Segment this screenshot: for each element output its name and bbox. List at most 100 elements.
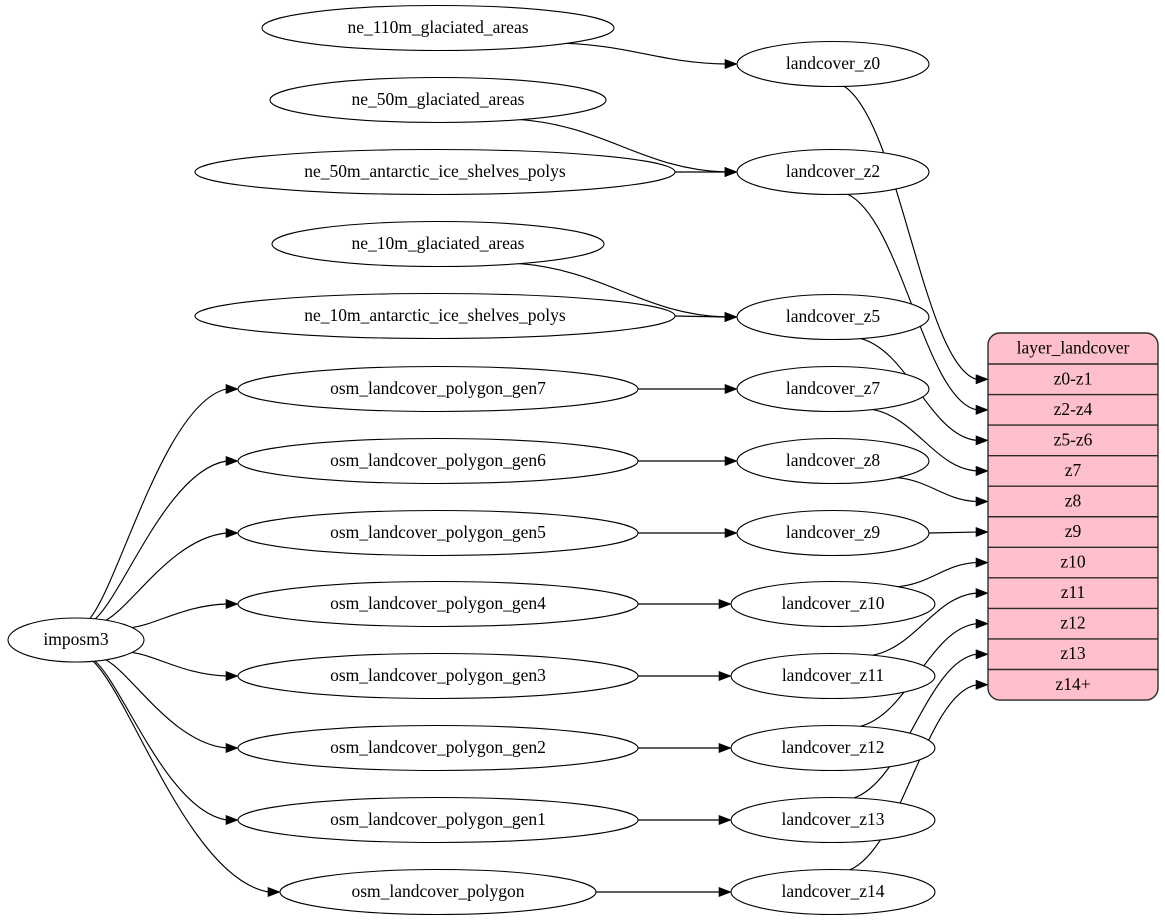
node-shape-ne_10m_glaciated_areas bbox=[271, 220, 605, 268]
node-imposm3[interactable]: imposm3 bbox=[7, 617, 145, 663]
node-osm_landcover_polygon_gen2[interactable]: osm_landcover_polygon_gen2 bbox=[237, 724, 639, 772]
node-landcover_z8[interactable]: landcover_z8 bbox=[736, 437, 930, 485]
node-osm_landcover_polygon[interactable]: osm_landcover_polygon bbox=[279, 868, 597, 916]
node-ne_10m_antarctic_ice_shelves_polys[interactable]: ne_10m_antarctic_ice_shelves_polys bbox=[194, 292, 676, 340]
node-landcover_z7[interactable]: landcover_z7 bbox=[736, 365, 930, 413]
arrow-head bbox=[718, 886, 732, 898]
node-landcover_z14[interactable]: landcover_z14 bbox=[730, 868, 936, 916]
node-shape-landcover_z9 bbox=[736, 509, 930, 557]
record-row-label-z9: z9 bbox=[1065, 521, 1082, 541]
node-label-imposm3: imposm3 bbox=[43, 629, 108, 649]
node-landcover_z13[interactable]: landcover_z13 bbox=[730, 796, 936, 844]
node-shape-landcover_z7 bbox=[736, 365, 930, 413]
record-row-z11[interactable]: z11 bbox=[988, 582, 1158, 610]
arrow-head bbox=[975, 435, 989, 446]
record-row-z9[interactable]: z9 bbox=[988, 521, 1158, 548]
record-row-label-z10: z10 bbox=[1060, 552, 1086, 572]
edge-ne_110m_glaciated_areas-to-landcover_z0 bbox=[564, 42, 726, 65]
node-label-ne_50m_glaciated_areas: ne_50m_glaciated_areas bbox=[352, 89, 525, 109]
edge-ne_10m_glaciated_areas-to-landcover_z5 bbox=[517, 262, 726, 318]
node-label-osm_landcover_polygon_gen6: osm_landcover_polygon_gen6 bbox=[330, 450, 546, 470]
node-shape-ne_50m_glaciated_areas bbox=[269, 76, 607, 124]
edge-landcover_z10-to-z10 bbox=[897, 561, 977, 588]
arrow-head bbox=[225, 670, 239, 682]
arrow-head bbox=[225, 527, 239, 539]
record-row-label-z0-z1: z0-z1 bbox=[1054, 368, 1093, 388]
edge-imposm3-to-osm_landcover_polygon_gen4 bbox=[131, 603, 227, 629]
record-row-label-z5-z6: z5-z6 bbox=[1054, 429, 1093, 449]
node-ne_50m_glaciated_areas[interactable]: ne_50m_glaciated_areas bbox=[269, 76, 607, 124]
edge-imposm3-to-osm_landcover_polygon bbox=[92, 660, 269, 893]
arrow-head bbox=[975, 496, 989, 507]
node-shape-landcover_z14 bbox=[730, 868, 936, 916]
node-osm_landcover_polygon_gen5[interactable]: osm_landcover_polygon_gen5 bbox=[237, 509, 639, 557]
edge-landcover_z9-to-z9 bbox=[928, 531, 977, 534]
node-label-ne_10m_antarctic_ice_shelves_polys: ne_10m_antarctic_ice_shelves_polys bbox=[304, 305, 566, 325]
node-shape-ne_10m_antarctic_ice_shelves_polys bbox=[194, 292, 676, 340]
node-ne_10m_glaciated_areas[interactable]: ne_10m_glaciated_areas bbox=[271, 220, 605, 268]
node-landcover_z10[interactable]: landcover_z10 bbox=[730, 580, 936, 628]
node-label-osm_landcover_polygon_gen3: osm_landcover_polygon_gen3 bbox=[330, 665, 546, 685]
record-row-z5-z6[interactable]: z5-z6 bbox=[988, 429, 1158, 457]
node-osm_landcover_polygon_gen6[interactable]: osm_landcover_polygon_gen6 bbox=[237, 437, 639, 485]
node-ne_110m_glaciated_areas[interactable]: ne_110m_glaciated_areas bbox=[261, 4, 615, 52]
arrow-head bbox=[225, 383, 239, 395]
node-label-landcover_z5: landcover_z5 bbox=[786, 306, 881, 326]
node-landcover_z11[interactable]: landcover_z11 bbox=[730, 652, 936, 700]
record-row-z12[interactable]: z12 bbox=[988, 613, 1158, 640]
edge-landcover_z11-to-z11 bbox=[871, 592, 977, 656]
edge-landcover_z14-to-z14+ bbox=[849, 684, 977, 871]
arrow-head bbox=[267, 886, 281, 898]
record-row-z10[interactable]: z10 bbox=[988, 552, 1158, 579]
arrow-head bbox=[724, 166, 738, 178]
node-shape-landcover_z13 bbox=[730, 796, 936, 844]
node-landcover_z9[interactable]: landcover_z9 bbox=[736, 509, 930, 557]
node-shape-landcover_z10 bbox=[730, 580, 936, 628]
arrow-head bbox=[225, 742, 239, 754]
record-row-z8[interactable]: z8 bbox=[988, 490, 1158, 518]
arrow-head bbox=[225, 455, 239, 467]
edge-landcover_z8-to-z8 bbox=[896, 477, 977, 503]
node-osm_landcover_polygon_gen3[interactable]: osm_landcover_polygon_gen3 bbox=[237, 652, 639, 700]
node-label-osm_landcover_polygon_gen4: osm_landcover_polygon_gen4 bbox=[330, 593, 546, 613]
node-osm_landcover_polygon_gen7[interactable]: osm_landcover_polygon_gen7 bbox=[237, 365, 639, 413]
arrow-head bbox=[975, 465, 989, 476]
record-row-z14+[interactable]: z14+ bbox=[1055, 674, 1090, 694]
record-row-label-z13: z13 bbox=[1060, 643, 1086, 663]
arrow-head bbox=[975, 404, 989, 415]
arrow-head bbox=[975, 374, 989, 385]
record-row-z13[interactable]: z13 bbox=[988, 643, 1158, 671]
record-row-label-z12: z12 bbox=[1060, 613, 1085, 633]
node-label-landcover_z9: landcover_z9 bbox=[786, 522, 881, 542]
node-label-landcover_z10: landcover_z10 bbox=[781, 593, 884, 613]
edge-imposm3-to-osm_landcover_polygon_gen3 bbox=[131, 651, 227, 677]
record-row-label-z11: z11 bbox=[1061, 582, 1086, 602]
edge-imposm3-to-osm_landcover_polygon_gen2 bbox=[105, 659, 227, 749]
arrow-head bbox=[975, 526, 989, 538]
record-row-z0-z1[interactable]: z0-z1 bbox=[988, 368, 1158, 396]
edge-imposm3-to-osm_landcover_polygon_gen1 bbox=[94, 660, 227, 821]
record-row-z7[interactable]: z7 bbox=[988, 460, 1158, 487]
arrow-head bbox=[718, 814, 732, 826]
node-landcover_z0[interactable]: landcover_z0 bbox=[736, 40, 930, 88]
arrow-head bbox=[724, 311, 738, 323]
arrow-head bbox=[975, 557, 989, 568]
node-label-landcover_z14: landcover_z14 bbox=[781, 881, 884, 901]
node-ne_50m_antarctic_ice_shelves_polys[interactable]: ne_50m_antarctic_ice_shelves_polys bbox=[194, 148, 676, 196]
edge-imposm3-to-osm_landcover_polygon_gen6 bbox=[94, 460, 227, 620]
edge-ne_50m_glaciated_areas-to-landcover_z2 bbox=[518, 118, 726, 173]
arrow-head bbox=[718, 742, 732, 754]
node-landcover_z12[interactable]: landcover_z12 bbox=[730, 724, 936, 772]
node-label-landcover_z8: landcover_z8 bbox=[786, 450, 881, 470]
node-label-landcover_z0: landcover_z0 bbox=[786, 53, 881, 73]
arrow-head bbox=[225, 814, 239, 826]
record-row-z2-z4[interactable]: z2-z4 bbox=[988, 399, 1158, 426]
edge-imposm3-to-osm_landcover_polygon_gen5 bbox=[105, 532, 227, 621]
node-osm_landcover_polygon_gen1[interactable]: osm_landcover_polygon_gen1 bbox=[237, 796, 639, 844]
record-table-layer_landcover[interactable]: layer_landcoverz0-z1z2-z4z5-z6z7z8z9z10z… bbox=[987, 332, 1159, 701]
node-landcover_z5[interactable]: landcover_z5 bbox=[736, 293, 930, 341]
node-osm_landcover_polygon_gen4[interactable]: osm_landcover_polygon_gen4 bbox=[237, 580, 639, 628]
node-landcover_z2[interactable]: landcover_z2 bbox=[736, 148, 930, 196]
node-shape-ne_50m_antarctic_ice_shelves_polys bbox=[194, 148, 676, 196]
